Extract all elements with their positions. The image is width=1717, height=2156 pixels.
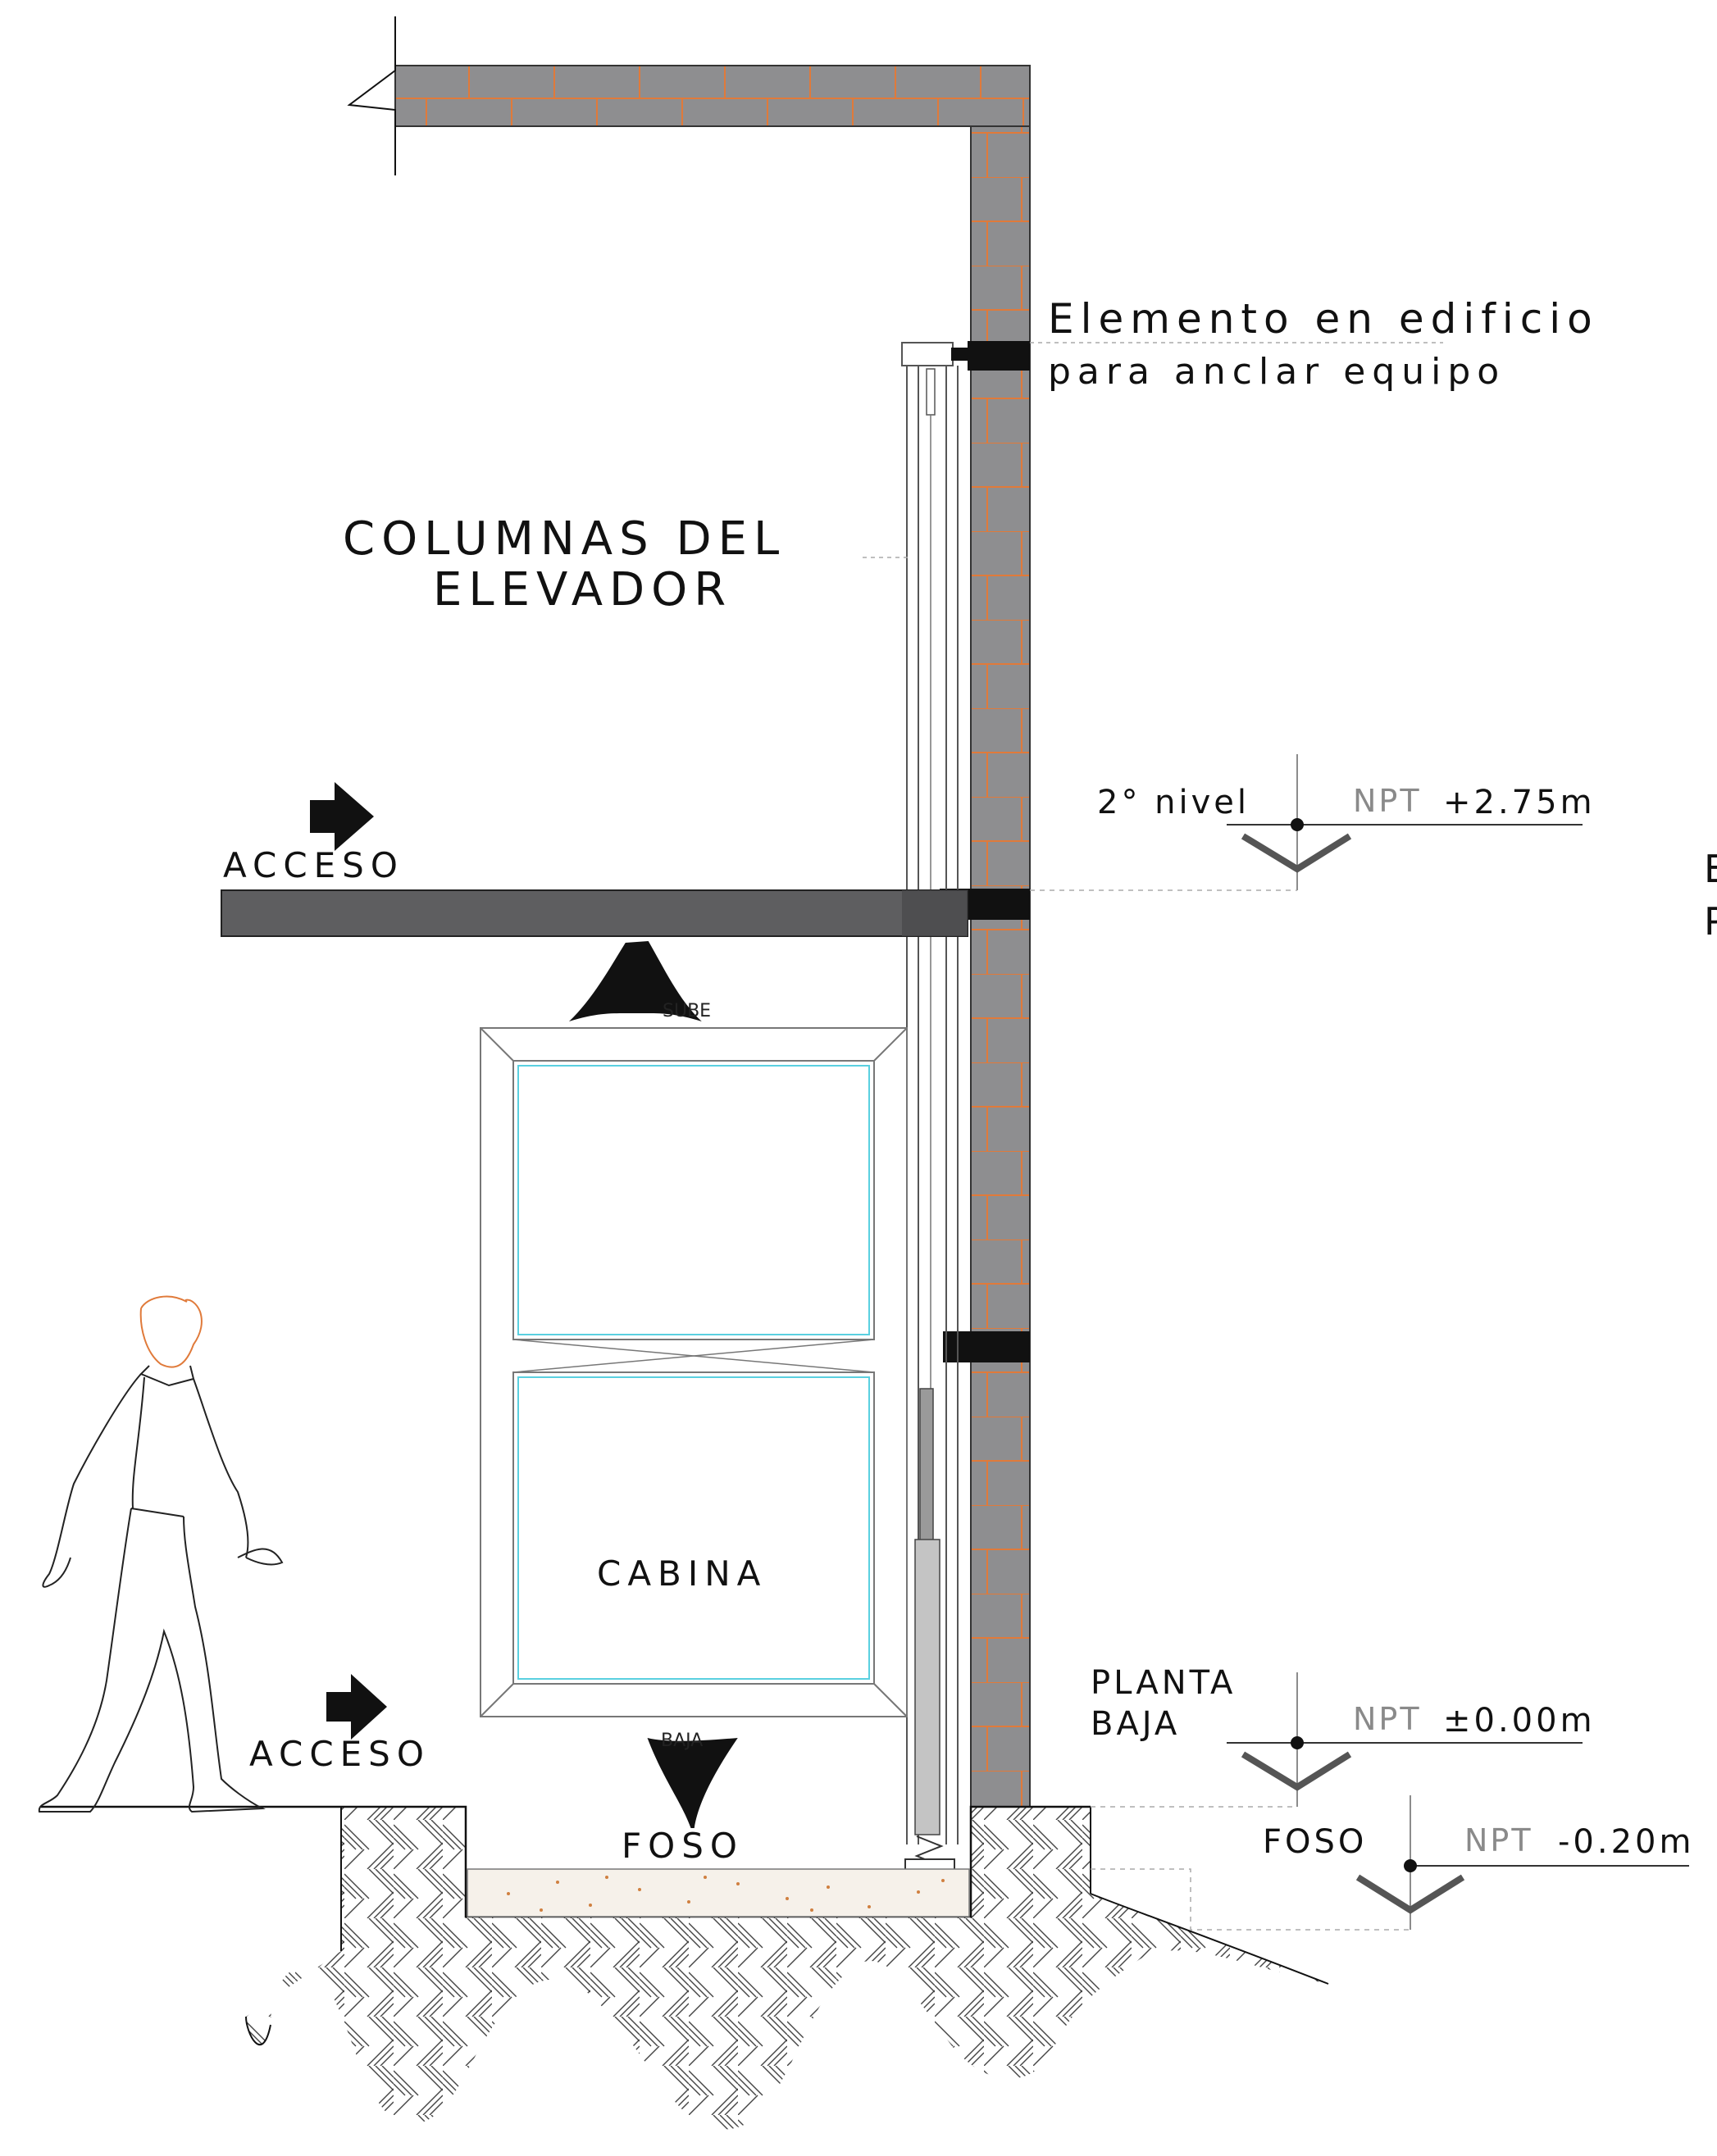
lower-access-label: ACCESO	[249, 1734, 430, 1774]
elevator-column	[904, 366, 959, 1887]
level2-value: +2.75m	[1443, 784, 1596, 821]
ground-level-name-line1: PLANTA	[1091, 1664, 1236, 1702]
masonry-wall	[970, 125, 1031, 1808]
clipped-label-e: E	[1704, 847, 1717, 891]
pit-level-name: FOSO	[1263, 1823, 1367, 1861]
upper-access-label: ACCESO	[223, 845, 404, 885]
pit-level-value: -0.20m	[1558, 1823, 1694, 1861]
level-marker-2	[1030, 754, 1583, 891]
pit-label: FOSO	[622, 1826, 744, 1866]
up-label: SUBE	[663, 1001, 711, 1021]
ground-level-npt: NPT	[1353, 1701, 1422, 1737]
columns-label-line1: COLUMNAS DEL	[343, 512, 786, 566]
anchor-label-line2: para anclar equipo	[1048, 351, 1505, 393]
elevator-cabin	[480, 1027, 908, 1717]
clipped-label-p: P	[1704, 899, 1717, 944]
cabin-label: CABINA	[597, 1553, 767, 1594]
upper-access-arrow-icon	[310, 782, 374, 851]
anchor-label-line1: Elemento en edificio	[1048, 295, 1599, 343]
ground-level-name-line2: BAJA	[1091, 1705, 1180, 1743]
down-direction-marker	[647, 1738, 738, 1828]
wall-anchor-low	[943, 1331, 1030, 1362]
level-marker-pit	[1091, 1795, 1689, 1931]
lower-access-arrow-icon	[326, 1674, 387, 1740]
ground-level-value: ±0.00m	[1443, 1702, 1596, 1740]
upper-floor-slab	[221, 889, 968, 937]
pit-concrete	[467, 1868, 970, 1917]
wall-anchor-top	[901, 341, 1030, 371]
columns-label-line2: ELEVADOR	[433, 563, 732, 616]
ground-soil	[246, 1807, 1329, 2130]
down-label: BAJA	[661, 1731, 703, 1751]
top-slab	[347, 16, 1031, 175]
pit-level-npt: NPT	[1464, 1822, 1533, 1858]
level-marker-ground	[1091, 1672, 1583, 1808]
level2-name: 2° nivel	[1097, 784, 1250, 821]
person-figure	[38, 1295, 284, 1813]
up-direction-marker	[568, 941, 702, 1021]
level2-npt: NPT	[1353, 783, 1422, 819]
